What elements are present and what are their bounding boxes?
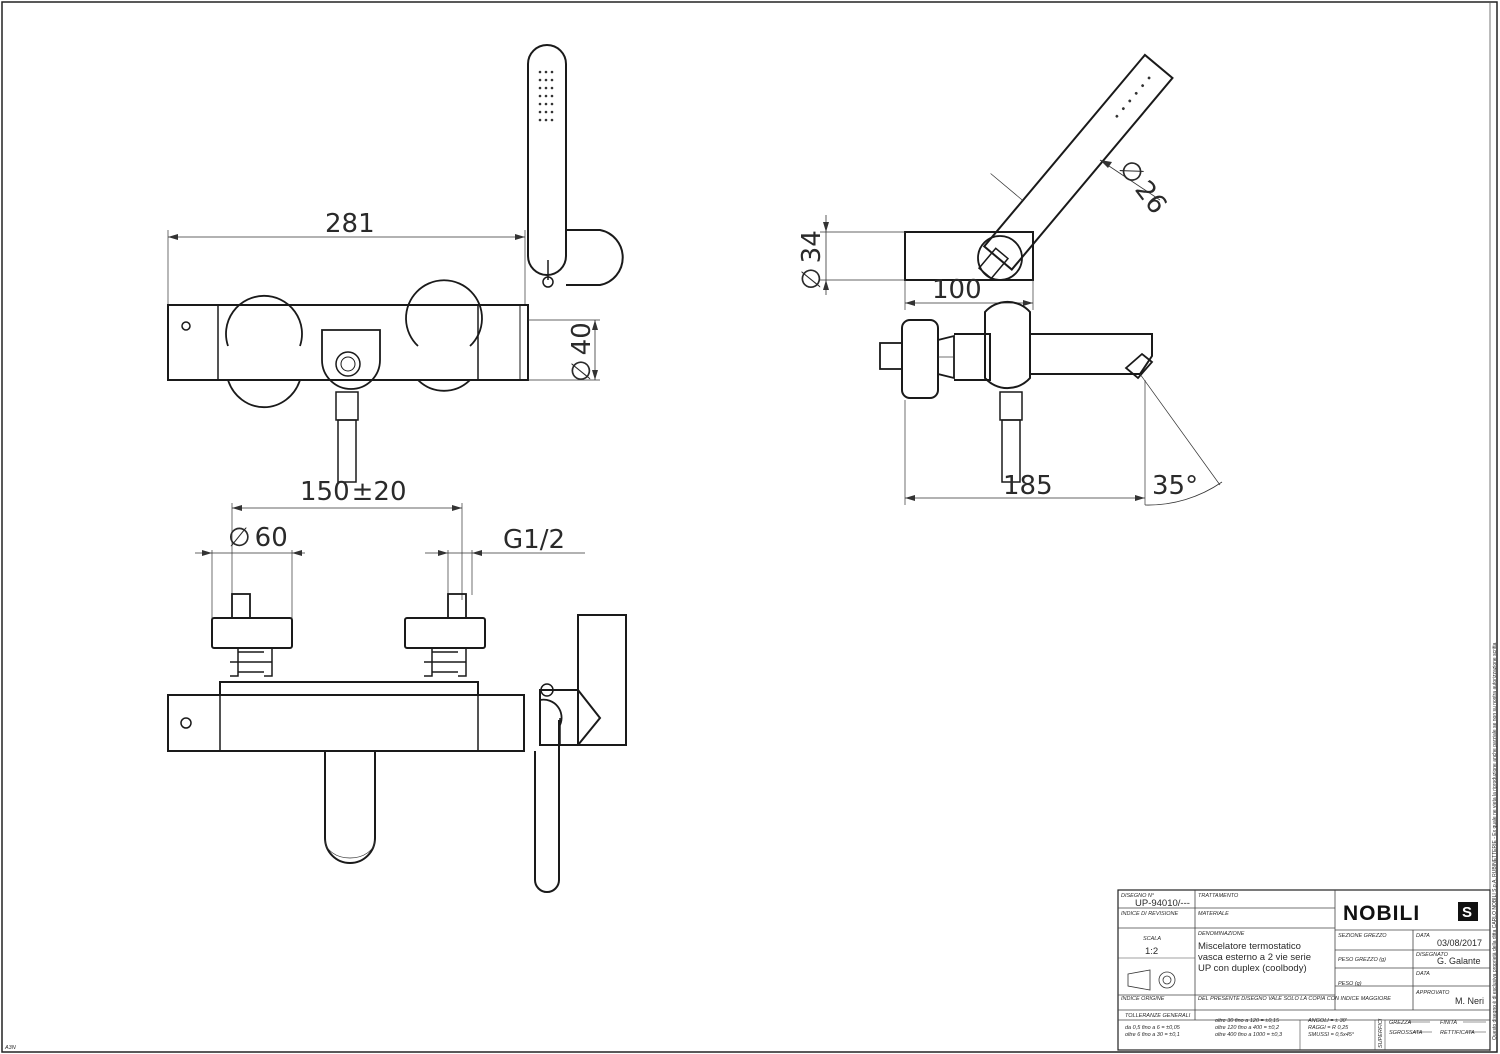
tb-tol-d: oltre 120 fino a 400 = ±0,2 [1215,1025,1279,1031]
top-view: 150±20 ∅60 G1/2 [167,477,627,893]
tb-grezza-label: GREZZA [1389,1020,1412,1026]
tb-disegnato-value: G. Galante [1437,956,1481,966]
copyright-note: Questo disegno è di esclusiva proprietà … [1492,642,1498,1040]
dim-angle-35: 35° [1152,471,1198,501]
tb-scala-value: 1:2 [1145,946,1158,957]
tb-rettificata-label: RETTIFICATA [1440,1030,1475,1036]
dim-thread: G1/2 [503,525,565,555]
tb-tol-e: oltre 400 fino a 1000 = ±0,3 [1215,1032,1283,1038]
front-view: 281 [167,44,624,483]
dim-dia-40: ∅40 [567,322,597,382]
tb-disegno-label: DISEGNO N° [1121,893,1155,899]
tb-denominazione-label: DENOMINAZIONE [1198,931,1245,937]
tb-peso-grezzo-label: PESO GREZZO (g) [1338,957,1386,963]
dim-150: 150±20 [300,477,407,507]
tb-approvato-label: APPROVATO [1415,990,1450,996]
dim-100: 100 [932,275,982,305]
tb-indice-origine-label: INDICE ORIGINE [1121,996,1165,1002]
dim-dia-26: ∅26 [1112,154,1172,220]
tb-superfici-label: SUPERFICI [1378,1018,1384,1048]
tb-note-copia: DEL PRESENTE DISEGNO VALE SOLO LA COPIA … [1198,996,1391,1002]
tb-indice-revisione-label: INDICE DI REVISIONE [1121,911,1178,917]
svg-text:S: S [1462,904,1472,921]
dim-185: 185 [1003,471,1053,501]
tb-data2-label: DATA [1416,971,1430,977]
tb-finita-label: FINITA [1440,1020,1457,1026]
tb-data-value: 03/08/2017 [1437,938,1482,948]
tb-angoli: ANGOLI = ± 30' [1307,1018,1348,1024]
side-top-view: ∅26 ∅34 100 [797,53,1174,310]
tb-denominazione-line-3: UP con duplex (coolbody) [1198,963,1307,974]
projection-symbol [1127,969,1176,991]
tb-raggi: RAGGI = R 0,25 [1308,1025,1349,1031]
tb-trattamento-label: TRATTAMENTO [1198,893,1239,899]
tb-denominazione-line-2: vasca esterno a 2 vie serie [1198,952,1311,963]
shower-nozzles [538,70,554,122]
dim-dia-60: ∅60 [228,523,288,553]
title-block: DISEGNO N° UP-94010/--- TRATTAMENTO INDI… [4,889,1491,1051]
tb-disegno-value: UP-94010/--- [1135,898,1190,909]
tb-sgrossata-label: SGROSSATA [1389,1030,1423,1036]
tb-materiale-label: MATERIALE [1198,911,1229,917]
brand-logo-mark [1458,902,1478,921]
tb-tol-a: da 0,5 fino a 6 = ±0,05 [1125,1025,1181,1031]
tb-tolleranze-label: TOLLERANZE GENERALI [1125,1013,1191,1019]
tb-approvato-value: M. Neri [1455,996,1484,1006]
tb-smussi: SMUSSI = 0,5x45° [1308,1032,1355,1038]
tb-scala-label: SCALA [1143,936,1161,942]
side-view: 185 35° [879,300,1223,506]
dim-281: 281 [325,209,375,239]
tb-denominazione-line-1: Miscelatore termostatico [1198,941,1301,952]
tb-peso-label: PESO (g) [1338,981,1362,987]
tb-disegnato-label: DISEGNATO [1416,952,1449,958]
tb-tol-b: oltre 6 fino a 30 = ±0,1 [1125,1032,1180,1038]
tb-tol-c: oltre 30 fino a 120 = ±0,15 [1215,1018,1280,1024]
tb-data-label: DATA [1416,933,1430,939]
tb-sezione-grezzo-label: SEZIONE GREZZO [1338,933,1387,939]
dim-dia-34: ∅34 [797,230,827,290]
brand-logo: NOBILI [1343,902,1420,925]
sheet-code: A3N [4,1045,16,1051]
